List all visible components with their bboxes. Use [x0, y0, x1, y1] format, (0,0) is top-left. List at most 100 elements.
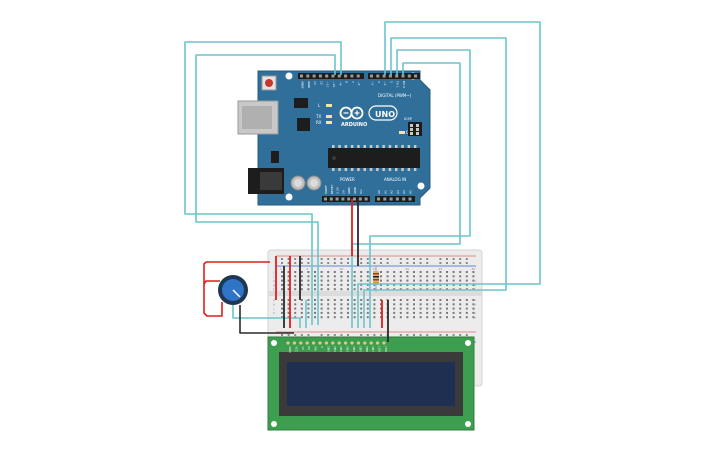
- power-pin-label: RESET: [330, 184, 334, 194]
- breadboard-hole: [380, 311, 382, 314]
- wire-pot-v0[interactable]: [232, 305, 301, 328]
- rail-hole: [294, 258, 297, 260]
- power-pin-label: 5V: [341, 189, 345, 194]
- analog-pin-label: A3: [396, 190, 400, 194]
- lcd-pin-label: RS: [307, 347, 311, 351]
- lcd-pin: [337, 341, 341, 345]
- lcd-pin-label: RW: [314, 347, 318, 352]
- breadboard-hole: [320, 316, 323, 319]
- breadboard-hole: [399, 316, 402, 319]
- rail-hole: [439, 262, 442, 264]
- wire-pot-gnd[interactable]: [239, 305, 294, 334]
- breadboard-hole: [281, 303, 283, 306]
- wire-pin4-db5[interactable]: [363, 37, 507, 328]
- breadboard-hole: [393, 271, 396, 273]
- wire-gnd-jumpers[interactable]: [283, 256, 389, 342]
- breadboard-hole: [300, 275, 303, 278]
- rail-hole: [340, 334, 343, 336]
- wire-pot-vcc-bend[interactable]: [203, 261, 207, 284]
- wire-pin2-db7[interactable]: [351, 62, 461, 328]
- lcd-pin-label: GND: [288, 347, 292, 353]
- breadboard-hole: [432, 303, 435, 306]
- rail-hole: [333, 262, 336, 264]
- breadboard-hole: [294, 299, 297, 301]
- breadboard-hole: [353, 311, 356, 314]
- power-pin-label: 3.3V: [336, 186, 340, 194]
- header-pin: [382, 74, 386, 78]
- power-pin-label: GND: [347, 186, 351, 194]
- wire-pin12-rs[interactable]: [184, 41, 342, 325]
- header-pin: [329, 197, 333, 201]
- chip-notch: [332, 156, 336, 160]
- breadboard-hole: [452, 311, 455, 314]
- wire-pin3-db6[interactable]: [369, 49, 471, 328]
- breadboard-hole: [281, 307, 283, 310]
- breadboard-hole: [327, 303, 330, 306]
- digital-pin-label: TX 1: [396, 80, 400, 88]
- breadboard-hole: [333, 307, 336, 310]
- chip-leg: [413, 145, 417, 148]
- arduino-uno-board[interactable]: L TX RX ON ARDUINO UNO ICSP: [237, 70, 431, 206]
- breadboard-hole: [353, 279, 356, 282]
- chip-leg: [401, 168, 404, 171]
- breadboard-hole: [340, 303, 343, 306]
- rail-hole: [347, 258, 349, 260]
- reset-button-cap[interactable]: [265, 79, 273, 87]
- analog-in-label: ANALOG IN: [384, 177, 406, 182]
- rail-hole: [380, 262, 382, 264]
- breadboard-hole: [459, 307, 462, 310]
- rail-hole: [300, 258, 303, 260]
- chip-leg: [344, 168, 348, 171]
- chip-leg: [382, 168, 385, 171]
- breadboard-hole: [472, 311, 475, 314]
- rail-hole: [439, 258, 442, 260]
- lcd-pin-label: E: [320, 347, 324, 349]
- resistor-band-3: [373, 279, 379, 281]
- rail-hole: [307, 334, 310, 336]
- rail-hole: [294, 334, 297, 336]
- breadboard-hole: [327, 271, 330, 273]
- breadboard-hole: [300, 316, 303, 319]
- breadboard-hole: [366, 279, 369, 282]
- chip-leg: [388, 168, 392, 171]
- breadboard-hole: [373, 299, 376, 301]
- rail-hole: [366, 334, 369, 336]
- breadboard-hole: [360, 275, 363, 278]
- breadboard-hole: [452, 307, 455, 310]
- breadboard-hole: [426, 275, 429, 278]
- rail-hole: [287, 334, 290, 336]
- header-pins: [300, 74, 418, 201]
- breadboard-hole: [287, 283, 290, 286]
- resistor[interactable]: [373, 265, 379, 292]
- breadboard-center-channel: [268, 291, 482, 296]
- rail-hole: [380, 334, 382, 336]
- header-pin: [347, 197, 351, 201]
- rail-hole: [465, 258, 468, 260]
- breadboard-hole: [294, 307, 297, 310]
- breadboard-hole: [399, 307, 402, 310]
- wires: [184, 21, 541, 342]
- breadboard-hole: [465, 307, 468, 310]
- breadboard-hole: [327, 275, 330, 278]
- potentiometer[interactable]: [218, 275, 248, 305]
- breadboard-hole: [393, 275, 396, 278]
- breadboard-hole: [426, 279, 429, 282]
- rail-hole: [340, 262, 343, 264]
- breadboard-hole: [307, 307, 310, 310]
- wire-pin11-enable[interactable]: [195, 54, 336, 325]
- breadboard-hole: [399, 299, 402, 301]
- breadboard-hole: [333, 316, 336, 319]
- breadboard-hole: [347, 303, 349, 306]
- breadboard-hole: [393, 303, 396, 306]
- wire-pin5-db4[interactable]: [357, 21, 541, 328]
- wire-vcc-jumpers[interactable]: [275, 256, 383, 328]
- breadboard-hole: [406, 279, 409, 282]
- wire-pot-vcc[interactable]: [203, 261, 270, 317]
- power-label: POWER: [340, 177, 355, 182]
- rail-hole: [399, 262, 402, 264]
- rail-hole: [347, 334, 349, 336]
- lcd-pin: [312, 341, 316, 345]
- rail-hole: [406, 262, 409, 264]
- breadboard-hole: [314, 303, 316, 306]
